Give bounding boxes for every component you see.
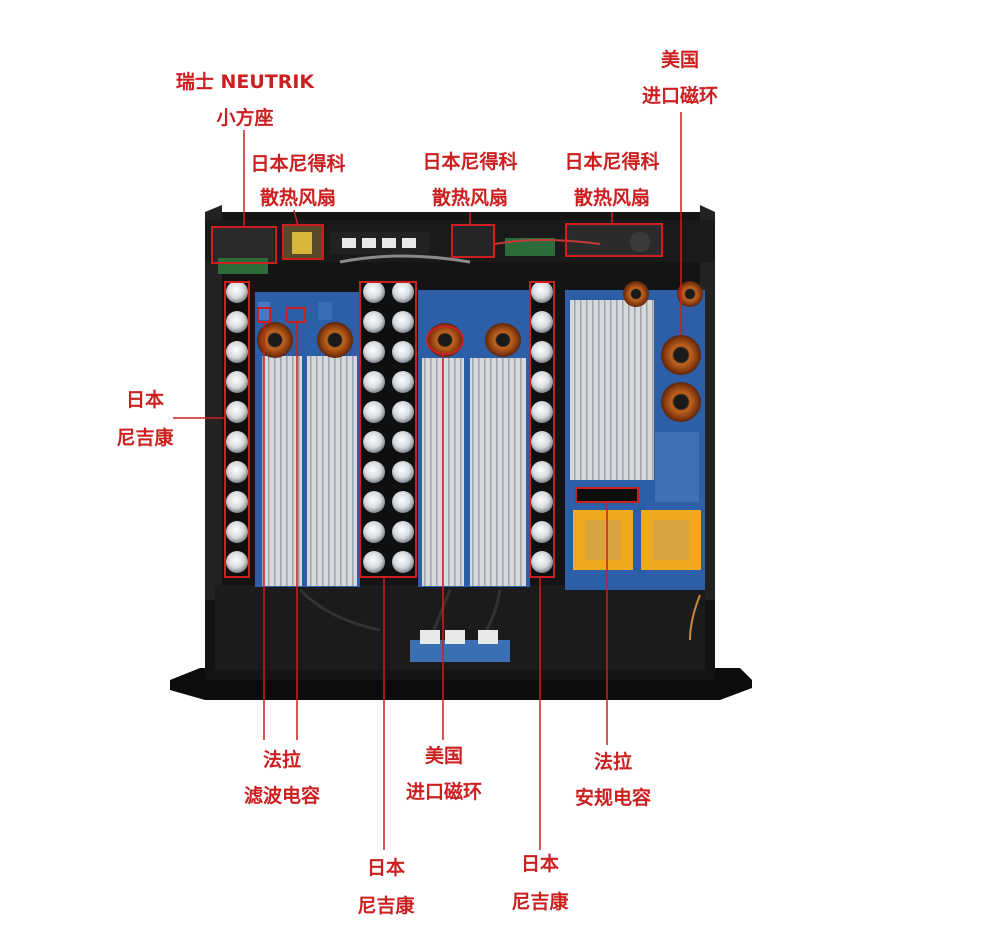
label-neutrik-line1: 瑞士 NEUTRIK xyxy=(175,71,315,93)
label-cap-left-line2: 尼吉康 xyxy=(116,427,174,449)
box-cap-left xyxy=(224,281,250,578)
label-cap-center-line1: 日本 xyxy=(366,857,405,879)
annotation-boxes xyxy=(211,223,663,578)
label-cap-right-line1: 日本 xyxy=(520,853,559,875)
box-filter-cap-b xyxy=(286,307,306,323)
label-fan-left-line2: 散热风扇 xyxy=(259,187,336,209)
label-core-mid-line1: 美国 xyxy=(424,745,463,767)
label-core-mid-line2: 进口磁环 xyxy=(405,781,482,803)
center-amp-module xyxy=(418,290,530,587)
label-core-top-line1: 美国 xyxy=(660,49,699,71)
box-cap-right xyxy=(529,281,555,578)
box-fan-mid xyxy=(451,224,495,258)
label-cap-right-line2: 尼吉康 xyxy=(511,891,569,913)
label-fan-mid-line2: 散热风扇 xyxy=(431,187,508,209)
label-core-top-line2: 进口磁环 xyxy=(641,85,718,107)
label-cap-center: 日本 尼吉康 xyxy=(346,856,426,918)
label-fan-left-line1: 日本尼得科 xyxy=(250,153,346,175)
label-fan-mid: 日本尼得科 散热风扇 xyxy=(410,150,530,210)
box-fan-right xyxy=(565,223,663,257)
label-fan-left: 日本尼得科 散热风扇 xyxy=(238,152,358,210)
label-core-mid: 美国 进口磁环 xyxy=(394,744,494,804)
label-filter-cap-line2: 滤波电容 xyxy=(243,785,320,807)
label-core-top: 美国 进口磁环 xyxy=(630,48,730,108)
box-cap-center xyxy=(359,281,417,578)
box-core-mid xyxy=(426,325,464,355)
label-cap-left: 日本 尼吉康 xyxy=(105,388,185,450)
label-fan-mid-line1: 日本尼得科 xyxy=(422,151,518,173)
label-filter-cap-line1: 法拉 xyxy=(262,749,301,771)
label-cap-left-line1: 日本 xyxy=(125,389,164,411)
leader-lines xyxy=(173,112,682,850)
power-supply-module xyxy=(565,281,705,590)
label-cap-center-line2: 尼吉康 xyxy=(357,895,415,917)
capacitor-column-left xyxy=(225,281,249,577)
label-fan-right-line2: 散热风扇 xyxy=(573,187,650,209)
label-fan-right: 日本尼得科 散热风扇 xyxy=(552,150,672,210)
label-neutrik-line2: 小方座 xyxy=(216,107,274,129)
label-cap-right: 日本 尼吉康 xyxy=(500,852,580,914)
label-safety-cap-line2: 安规电容 xyxy=(574,787,651,809)
label-safety-cap: 法拉 安规电容 xyxy=(558,750,668,810)
left-amp-module xyxy=(255,292,360,587)
capacitor-column-center xyxy=(360,281,416,577)
capacitor-column-right xyxy=(530,281,554,577)
label-fan-right-line1: 日本尼得科 xyxy=(564,151,660,173)
label-safety-cap-line1: 法拉 xyxy=(593,751,632,773)
bottom-wiring xyxy=(298,588,701,662)
label-neutrik: 瑞士 NEUTRIK 小方座 xyxy=(160,70,330,130)
box-fan-left xyxy=(282,224,324,260)
label-filter-cap: 法拉 滤波电容 xyxy=(222,748,342,808)
